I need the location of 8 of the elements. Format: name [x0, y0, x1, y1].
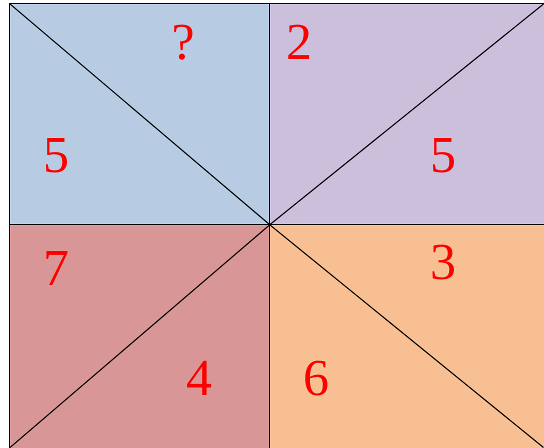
number-label: 5: [43, 130, 69, 182]
number-label: 2: [286, 17, 312, 69]
number-label: 7: [43, 243, 69, 295]
number-label: 6: [303, 353, 329, 405]
number-label: 4: [186, 353, 212, 405]
number-label: 5: [430, 130, 456, 182]
number-label: ?: [171, 17, 195, 69]
number-label: 3: [430, 237, 456, 289]
